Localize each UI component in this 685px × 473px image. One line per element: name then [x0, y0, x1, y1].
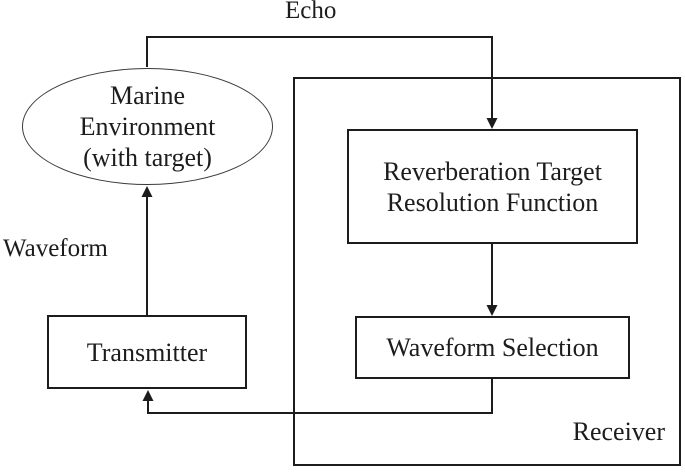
reverberation-line2: Resolution Function [386, 187, 599, 217]
waveform-selection-label: Waveform Selection [386, 333, 599, 362]
edge-label-waveform: Waveform [3, 235, 108, 262]
node-waveform-selection: Waveform Selection [355, 316, 630, 379]
marine-environment-line2: Environment [79, 112, 216, 141]
marine-environment-line1: Marine [109, 81, 186, 110]
node-reverberation-target-resolution-function: Reverberation Target Resolution Function [347, 129, 638, 244]
node-transmitter: Transmitter [47, 315, 247, 389]
arrowhead-into-transmitter [142, 390, 154, 401]
receiver-label: Receiver [572, 417, 665, 446]
arrowhead-into-environment [141, 186, 153, 197]
reverberation-line1: Reverberation Target [383, 156, 602, 186]
edge-label-echo: Echo [285, 0, 337, 24]
transmitter-label: Transmitter [86, 337, 208, 367]
node-marine-environment: Marine Environment (with target) [22, 68, 273, 185]
marine-environment-line3: (with target) [83, 143, 212, 172]
